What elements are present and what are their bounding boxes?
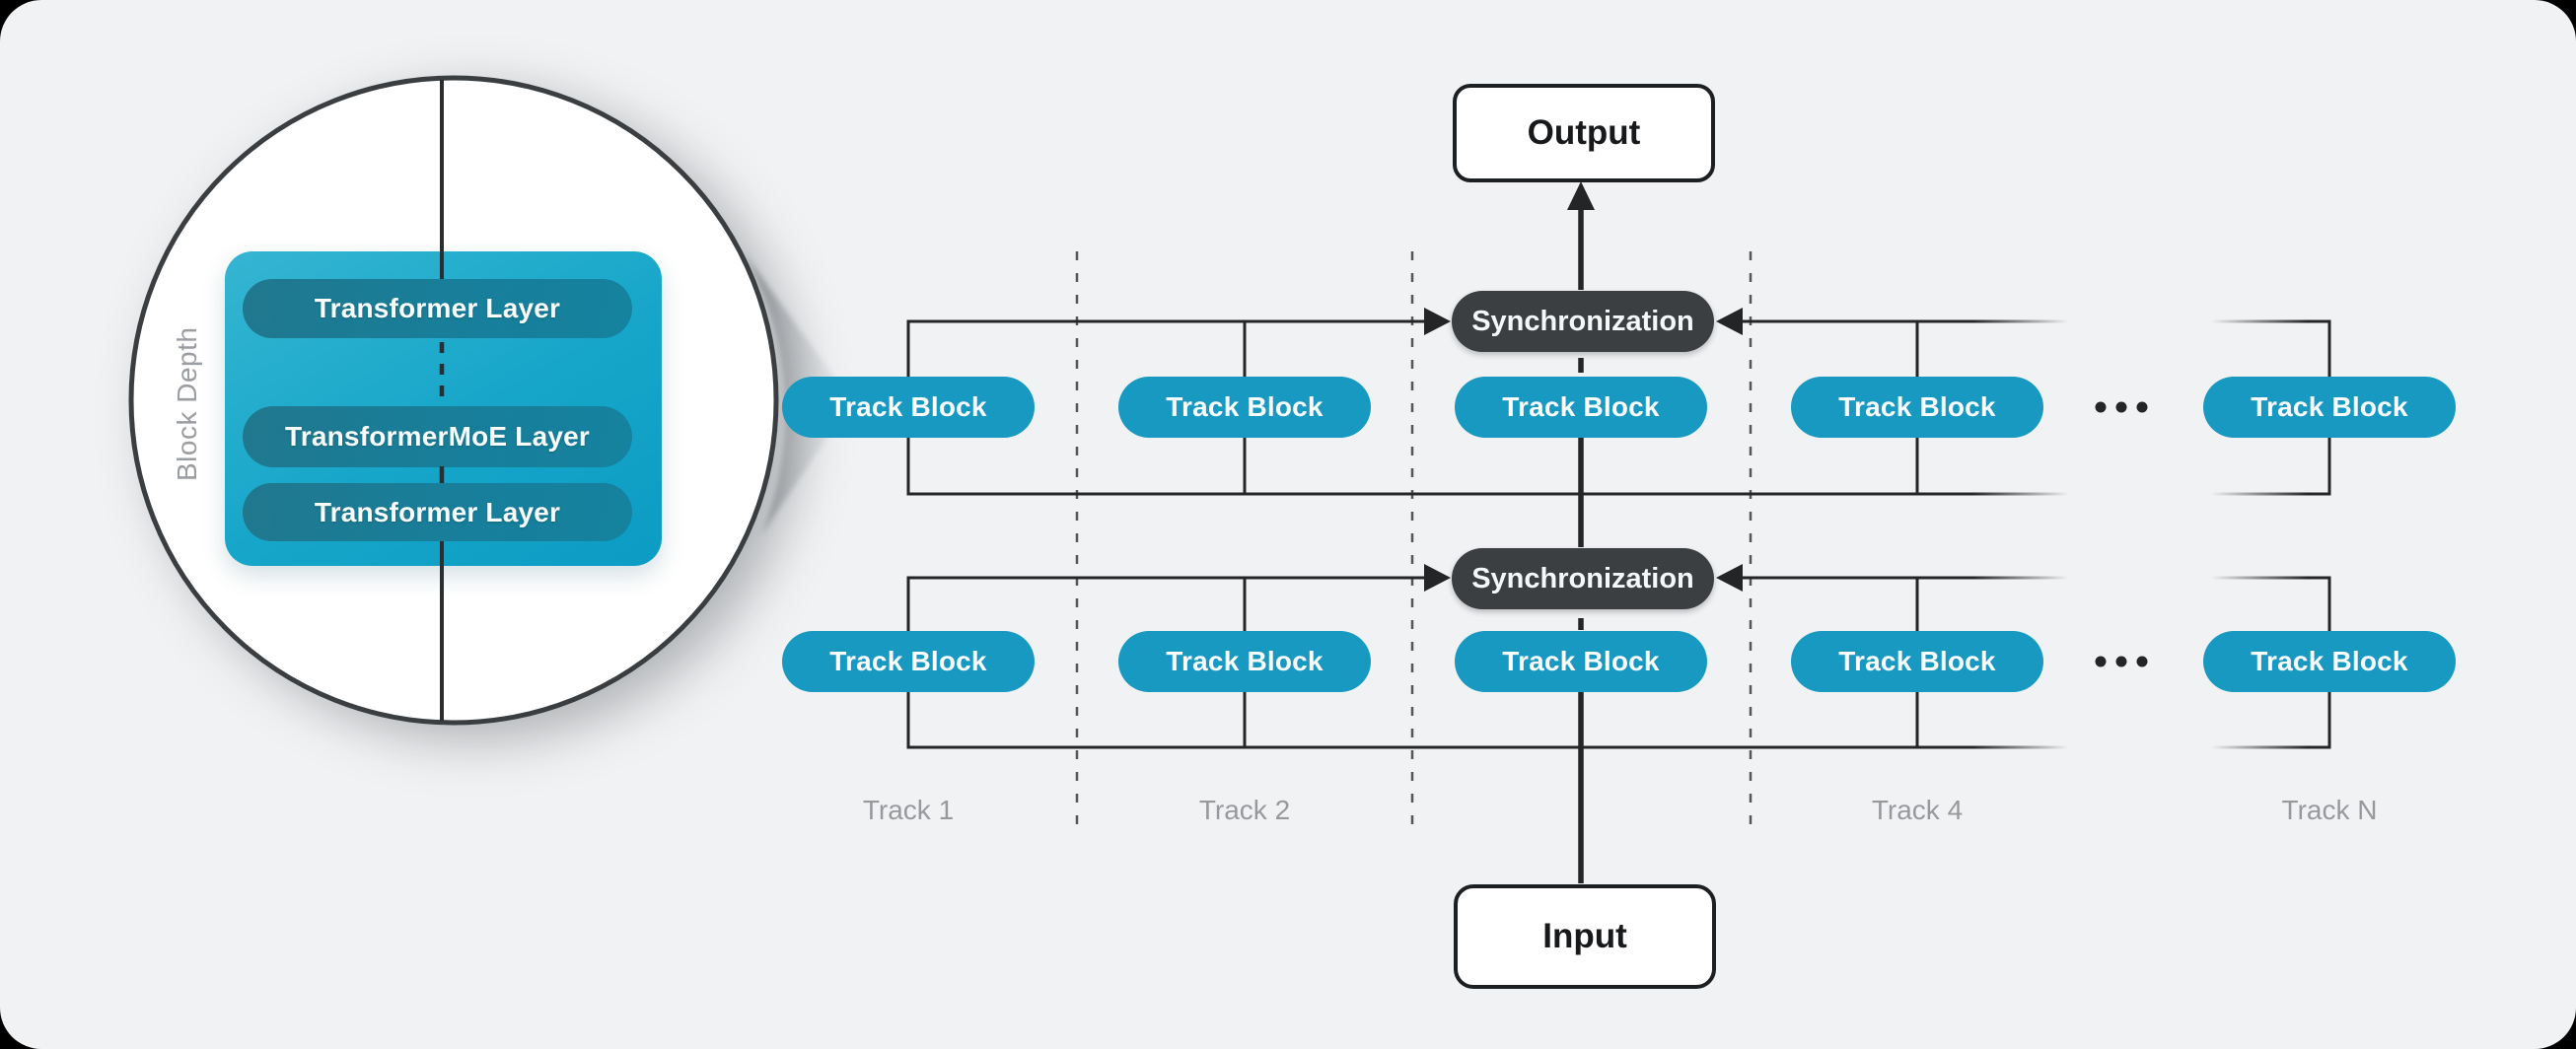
sync-node-row2: Synchronization xyxy=(1452,548,1714,609)
track-block-r1-t3: Track Block xyxy=(1455,377,1707,438)
output-label: Output xyxy=(1527,113,1641,152)
track-block-r1-t4: Track Block xyxy=(1791,377,2043,438)
ellipsis-dot xyxy=(2115,656,2127,667)
track-block-label: Track Block xyxy=(829,391,987,422)
ellipsis-dot xyxy=(2136,656,2148,667)
transformer-moe-layer-pill: TransformerMoE Layer xyxy=(243,406,632,467)
track-block-label: Track Block xyxy=(829,646,987,676)
sync-label: Synchronization xyxy=(1471,305,1694,337)
output-box: Output xyxy=(1453,84,1715,182)
track-label-n: Track N xyxy=(2281,795,2378,825)
arrowhead-right-icon xyxy=(1424,308,1451,335)
track-block-label: Track Block xyxy=(1502,391,1660,422)
sync-label: Synchronization xyxy=(1471,562,1694,594)
track-block-r2-t3: Track Block xyxy=(1455,631,1707,692)
transformer-layer-pill: Transformer Layer xyxy=(243,483,632,541)
track-block-r1-tn: Track Block xyxy=(2203,377,2456,438)
ellipsis-dot xyxy=(2095,656,2107,667)
track-block-r1-t2: Track Block xyxy=(1118,377,1371,438)
input-box: Input xyxy=(1454,884,1716,989)
transformer-layer-pill: Transformer Layer xyxy=(243,279,632,338)
ellipsis-dot xyxy=(2115,401,2127,413)
track-block-label: Track Block xyxy=(1166,646,1324,676)
track-label-4: Track 4 xyxy=(1871,795,1964,825)
input-label: Input xyxy=(1542,917,1627,955)
row2-wires xyxy=(906,576,2331,749)
arrowhead-right-icon xyxy=(1424,564,1451,592)
ellipsis-row1 xyxy=(2095,401,2148,413)
transformer-layer-label: Transformer Layer xyxy=(314,293,561,323)
track-block-label: Track Block xyxy=(1838,646,1996,676)
arrowhead-left-icon xyxy=(1716,308,1743,335)
arrowhead-left-icon xyxy=(1716,564,1743,592)
arrowhead-up-icon xyxy=(1567,181,1595,210)
track-block-label: Track Block xyxy=(2251,391,2408,422)
ellipsis-dot xyxy=(2095,401,2107,413)
track-block-r2-tn: Track Block xyxy=(2203,631,2456,692)
track-block-label: Track Block xyxy=(2251,646,2408,676)
track-block-r2-t4: Track Block xyxy=(1791,631,2043,692)
track-block-label: Track Block xyxy=(1502,646,1660,676)
ellipsis-row2 xyxy=(2095,656,2148,667)
row1-wires xyxy=(906,319,2331,496)
track-block-r2-t1: Track Block xyxy=(782,631,1035,692)
track-block-r2-t2: Track Block xyxy=(1118,631,1371,692)
transformer-moe-layer-label: TransformerMoE Layer xyxy=(285,421,590,452)
track-label-1: Track 1 xyxy=(862,795,955,825)
track-label-2: Track 2 xyxy=(1198,795,1291,825)
transformer-layer-label: Transformer Layer xyxy=(314,496,561,527)
track-block-label: Track Block xyxy=(1166,391,1324,422)
ellipsis-dot xyxy=(2136,401,2148,413)
sync-node-row1: Synchronization xyxy=(1452,291,1714,352)
track-block-label: Track Block xyxy=(1838,391,1996,422)
track-block-r1-t1: Track Block xyxy=(782,377,1035,438)
